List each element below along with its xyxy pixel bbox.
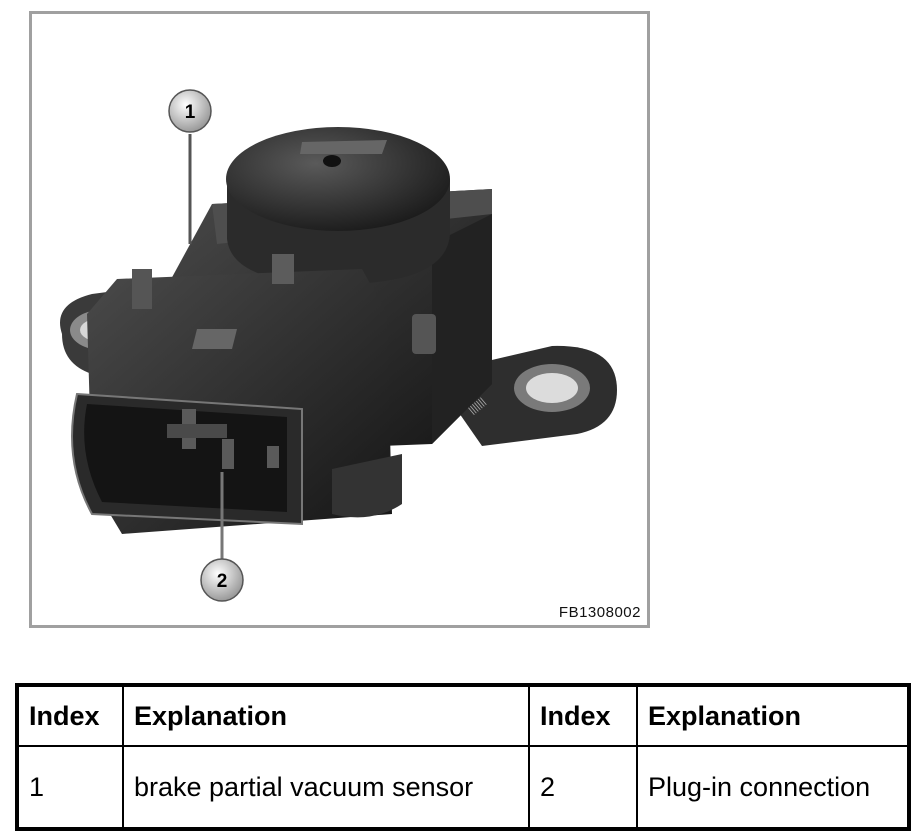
legend-table: Index Explanation Index Explanation 1 br… — [15, 683, 911, 831]
table-row: 1 brake partial vacuum sensor 2 Plug-in … — [16, 745, 910, 830]
callout-2-label: 2 — [217, 571, 228, 592]
sensor-dome — [226, 127, 450, 284]
legend-header-index-1: Index — [16, 684, 124, 747]
bottom-port — [332, 454, 402, 518]
callout-1-label: 1 — [185, 102, 196, 123]
legend-cell-index-2: 2 — [528, 745, 638, 830]
legend-header-explanation-1: Explanation — [122, 684, 530, 747]
sensor-illustration: ||||||| — [60, 89, 617, 602]
legend-cell-index-1: 1 — [16, 745, 124, 830]
legend-cell-explanation-2: Plug-in connection — [636, 745, 910, 830]
callout-1: 1 — [168, 89, 212, 244]
legend-cell-explanation-1: brake partial vacuum sensor — [122, 745, 530, 830]
legend-header-row: Index Explanation Index Explanation — [16, 684, 910, 747]
legend-header-index-2: Index — [528, 684, 638, 747]
figure-frame: ||||||| — [29, 11, 650, 628]
legend-header-explanation-2: Explanation — [636, 684, 910, 747]
figure-code: FB1308002 — [558, 604, 641, 621]
callout-2: 2 — [200, 472, 244, 602]
plug-connector — [71, 254, 436, 534]
